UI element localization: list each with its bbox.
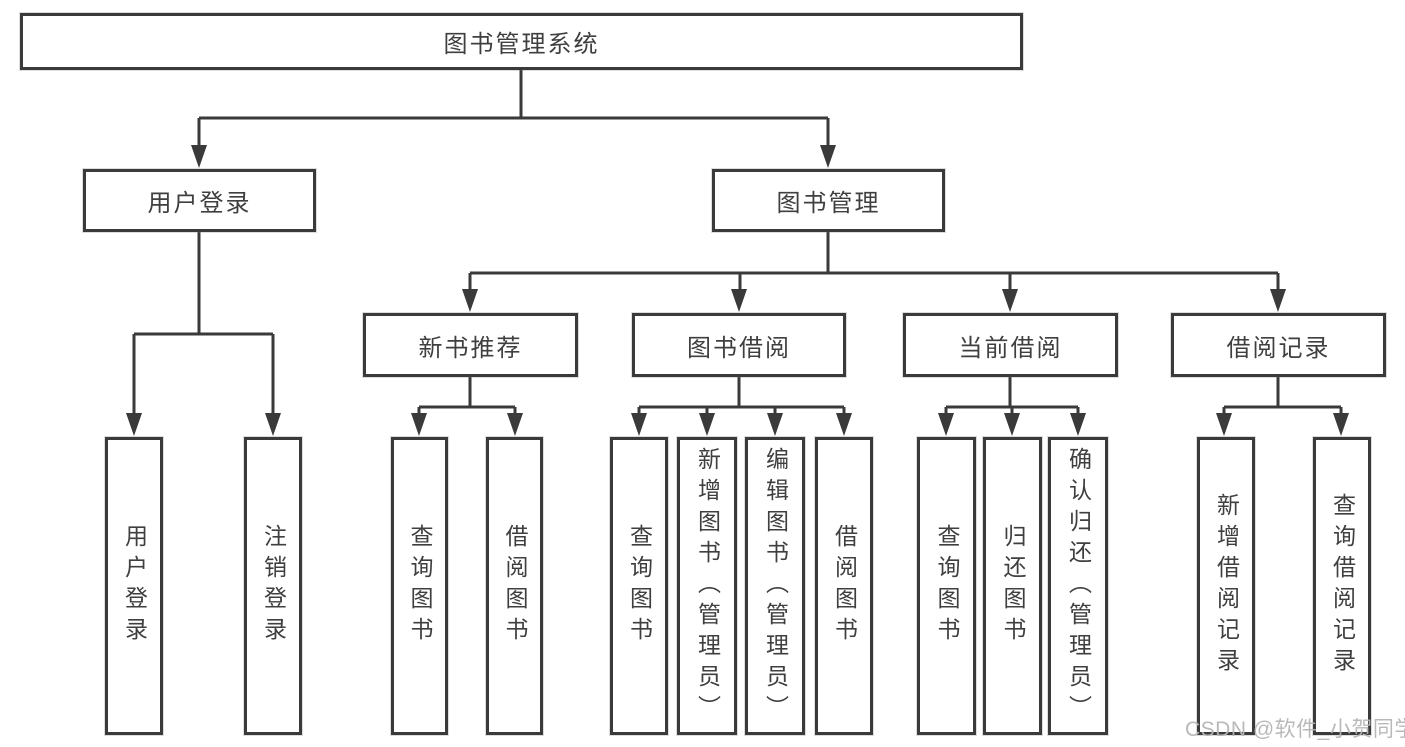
leaf-return-books: 归还图书 xyxy=(983,437,1042,735)
leaf-borrow-books-recommend: 借阅图书 xyxy=(486,437,543,735)
watermark: CSDN @软件_小贺同学 xyxy=(1185,718,1405,741)
node-root-system: 图书管理系统 xyxy=(20,13,1023,70)
node-current-borrow: 当前借阅 xyxy=(903,313,1118,377)
leaf-confirm-return-admin: 确认归还（管理员） xyxy=(1048,437,1108,735)
leaf-query-borrow-record: 查询借阅记录 xyxy=(1313,437,1371,735)
node-new-book-recommend: 新书推荐 xyxy=(363,313,578,377)
node-user-login: 用户登录 xyxy=(83,169,316,232)
leaf-add-borrow-record: 新增借阅记录 xyxy=(1197,437,1255,735)
node-book-management: 图书管理 xyxy=(712,169,945,232)
leaf-query-books-borrow: 查询图书 xyxy=(610,437,668,735)
leaf-user-login: 用户登录 xyxy=(105,437,163,735)
leaf-logout-login: 注销登录 xyxy=(244,437,302,735)
leaf-query-books-recommend: 查询图书 xyxy=(391,437,448,735)
leaf-add-books-admin: 新增图书（管理员） xyxy=(677,437,737,735)
node-book-borrow: 图书借阅 xyxy=(632,313,846,377)
leaf-query-books-current: 查询图书 xyxy=(917,437,976,735)
leaf-edit-books-admin: 编辑图书（管理员） xyxy=(745,437,805,735)
node-borrow-records: 借阅记录 xyxy=(1171,313,1386,377)
leaf-borrow-books: 借阅图书 xyxy=(815,437,873,735)
